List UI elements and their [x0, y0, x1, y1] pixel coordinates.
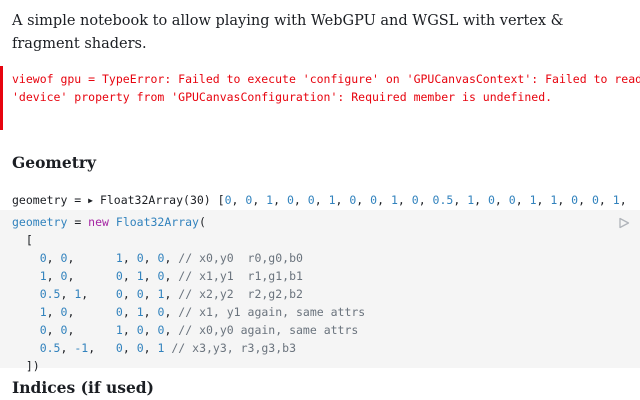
inspector-value: 0 [370, 193, 378, 207]
code-r: 1 [115, 323, 123, 337]
code-b: 0 [157, 251, 165, 265]
code-keyword-new: new [88, 215, 109, 229]
code-g: 0 [136, 287, 144, 301]
code-g: 0 [136, 341, 144, 355]
code-row: 0.5, 1, 0, 0, 1, // x2,y2 r2,g2,b2 [39, 287, 303, 301]
inspector-value: 0 [591, 193, 599, 207]
code-y: 0 [60, 251, 68, 265]
code-r: 0 [115, 341, 123, 355]
code-b: 0 [157, 269, 165, 283]
code-y: 0 [60, 323, 68, 337]
code-x: 0.5 [39, 341, 61, 355]
code-constructor: Float32Array [115, 215, 199, 229]
code-comment: // x1,y1 r1,g1,b1 [178, 269, 303, 283]
code-row: 0, 0, 1, 0, 0, // x0,y0 again, same attr… [39, 323, 359, 337]
inspector-type: Float32Array(30) [99, 193, 211, 207]
code-b: 1 [157, 341, 165, 355]
code-y: -1 [74, 341, 89, 355]
inspector-value: 0 [508, 193, 516, 207]
code-y: 0 [60, 269, 68, 283]
error-message: viewof gpu = TypeError: Failed to execut… [12, 70, 640, 106]
code-r: 0 [115, 269, 123, 283]
inspector-value: 1 [467, 193, 475, 207]
triangle-right-icon[interactable]: ▶ [88, 196, 93, 205]
code-equals: = [67, 215, 89, 229]
code-b: 1 [157, 287, 165, 301]
inspector-value: 1 [390, 193, 398, 207]
code-x: 1 [39, 269, 47, 283]
code-x: 0.5 [39, 287, 61, 301]
inspector-value: 0 [224, 193, 232, 207]
code-close: ]) [12, 359, 40, 373]
inspector-value: 1 [550, 193, 558, 207]
geometry-heading: Geometry [12, 153, 97, 172]
inspector-value: 0 [245, 193, 253, 207]
error-line-1: viewof gpu = TypeError: Failed to execut… [12, 72, 640, 86]
inspector-value: 1 [529, 193, 537, 207]
code-bracket-open: [ [12, 233, 33, 247]
code-y: 0 [60, 305, 68, 319]
play-outline-icon[interactable] [618, 217, 630, 229]
code-r: 0 [115, 287, 123, 301]
inspector-value: 0 [349, 193, 357, 207]
error-line-2: 'device' property from 'GPUCanvasConfigu… [12, 90, 553, 104]
code-comment: // x1, y1 again, same attrs [178, 305, 366, 319]
notebook-intro-text: A simple notebook to allow playing with … [12, 13, 564, 52]
code-def-name: geometry [12, 215, 68, 229]
error-indicator-bar [0, 66, 3, 130]
code-comment: // x0,y0 r0,g0,b0 [178, 251, 303, 265]
code-rows: 0, 0, 1, 0, 0, // x0,y0 r0,g0,b0 1, 0, 0… [12, 251, 366, 355]
inspector-value: 0 [286, 193, 294, 207]
inspector-value: 0 [307, 193, 315, 207]
code-x: 0 [39, 323, 47, 337]
inspector-value: 0 [571, 193, 579, 207]
code-comment: // x2,y2 r2,g2,b2 [178, 287, 303, 301]
inspector-value: 0 [487, 193, 495, 207]
code-r: 1 [115, 251, 123, 265]
inspector-value: 0 [411, 193, 419, 207]
inspector-value: 1 [266, 193, 274, 207]
code-g: 0 [136, 251, 144, 265]
code-row: 1, 0, 0, 1, 0, // x1, y1 again, same att… [39, 305, 366, 319]
code-row: 0, 0, 1, 0, 0, // x0,y0 r0,g0,b0 [39, 251, 303, 265]
code-b: 0 [157, 323, 165, 337]
inspector-value: 1 [612, 193, 620, 207]
geometry-value-inspector[interactable]: geometry = ▶ Float32Array(30) [0, 0, 1, … [12, 191, 628, 210]
inspector-prefix: geometry = [12, 193, 89, 207]
indices-heading: Indices (if used) [12, 378, 154, 397]
inspector-value: 1 [328, 193, 336, 207]
inspector-value: 0.5 [432, 193, 454, 207]
code-comment: // x0,y0 again, same attrs [178, 323, 359, 337]
code-editor-cell[interactable]: geometry = new Float32Array( [ 0, 0, 1, … [0, 210, 640, 373]
code-text[interactable]: geometry = new Float32Array( [ 0, 0, 1, … [12, 213, 612, 375]
code-row: 0.5, -1, 0, 0, 1 // x3,y3, r3,g3,b3 [39, 341, 296, 355]
code-b: 0 [157, 305, 165, 319]
code-g: 1 [136, 269, 144, 283]
code-r: 0 [115, 305, 123, 319]
code-row: 1, 0, 0, 1, 0, // x1,y1 r1,g1,b1 [39, 269, 303, 283]
inspector-values: 0, 0, 1, 0, 0, 1, 0, 0, 1, 0, 0.5, 1, 0,… [224, 193, 627, 207]
error-cell: viewof gpu = TypeError: Failed to execut… [0, 66, 640, 130]
code-y: 1 [74, 287, 82, 301]
code-comment: // x3,y3, r3,g3,b3 [171, 341, 296, 355]
code-open-paren: ( [198, 215, 206, 229]
code-x: 1 [39, 305, 47, 319]
code-g: 1 [136, 305, 144, 319]
code-g: 0 [136, 323, 144, 337]
code-x: 0 [39, 251, 47, 265]
